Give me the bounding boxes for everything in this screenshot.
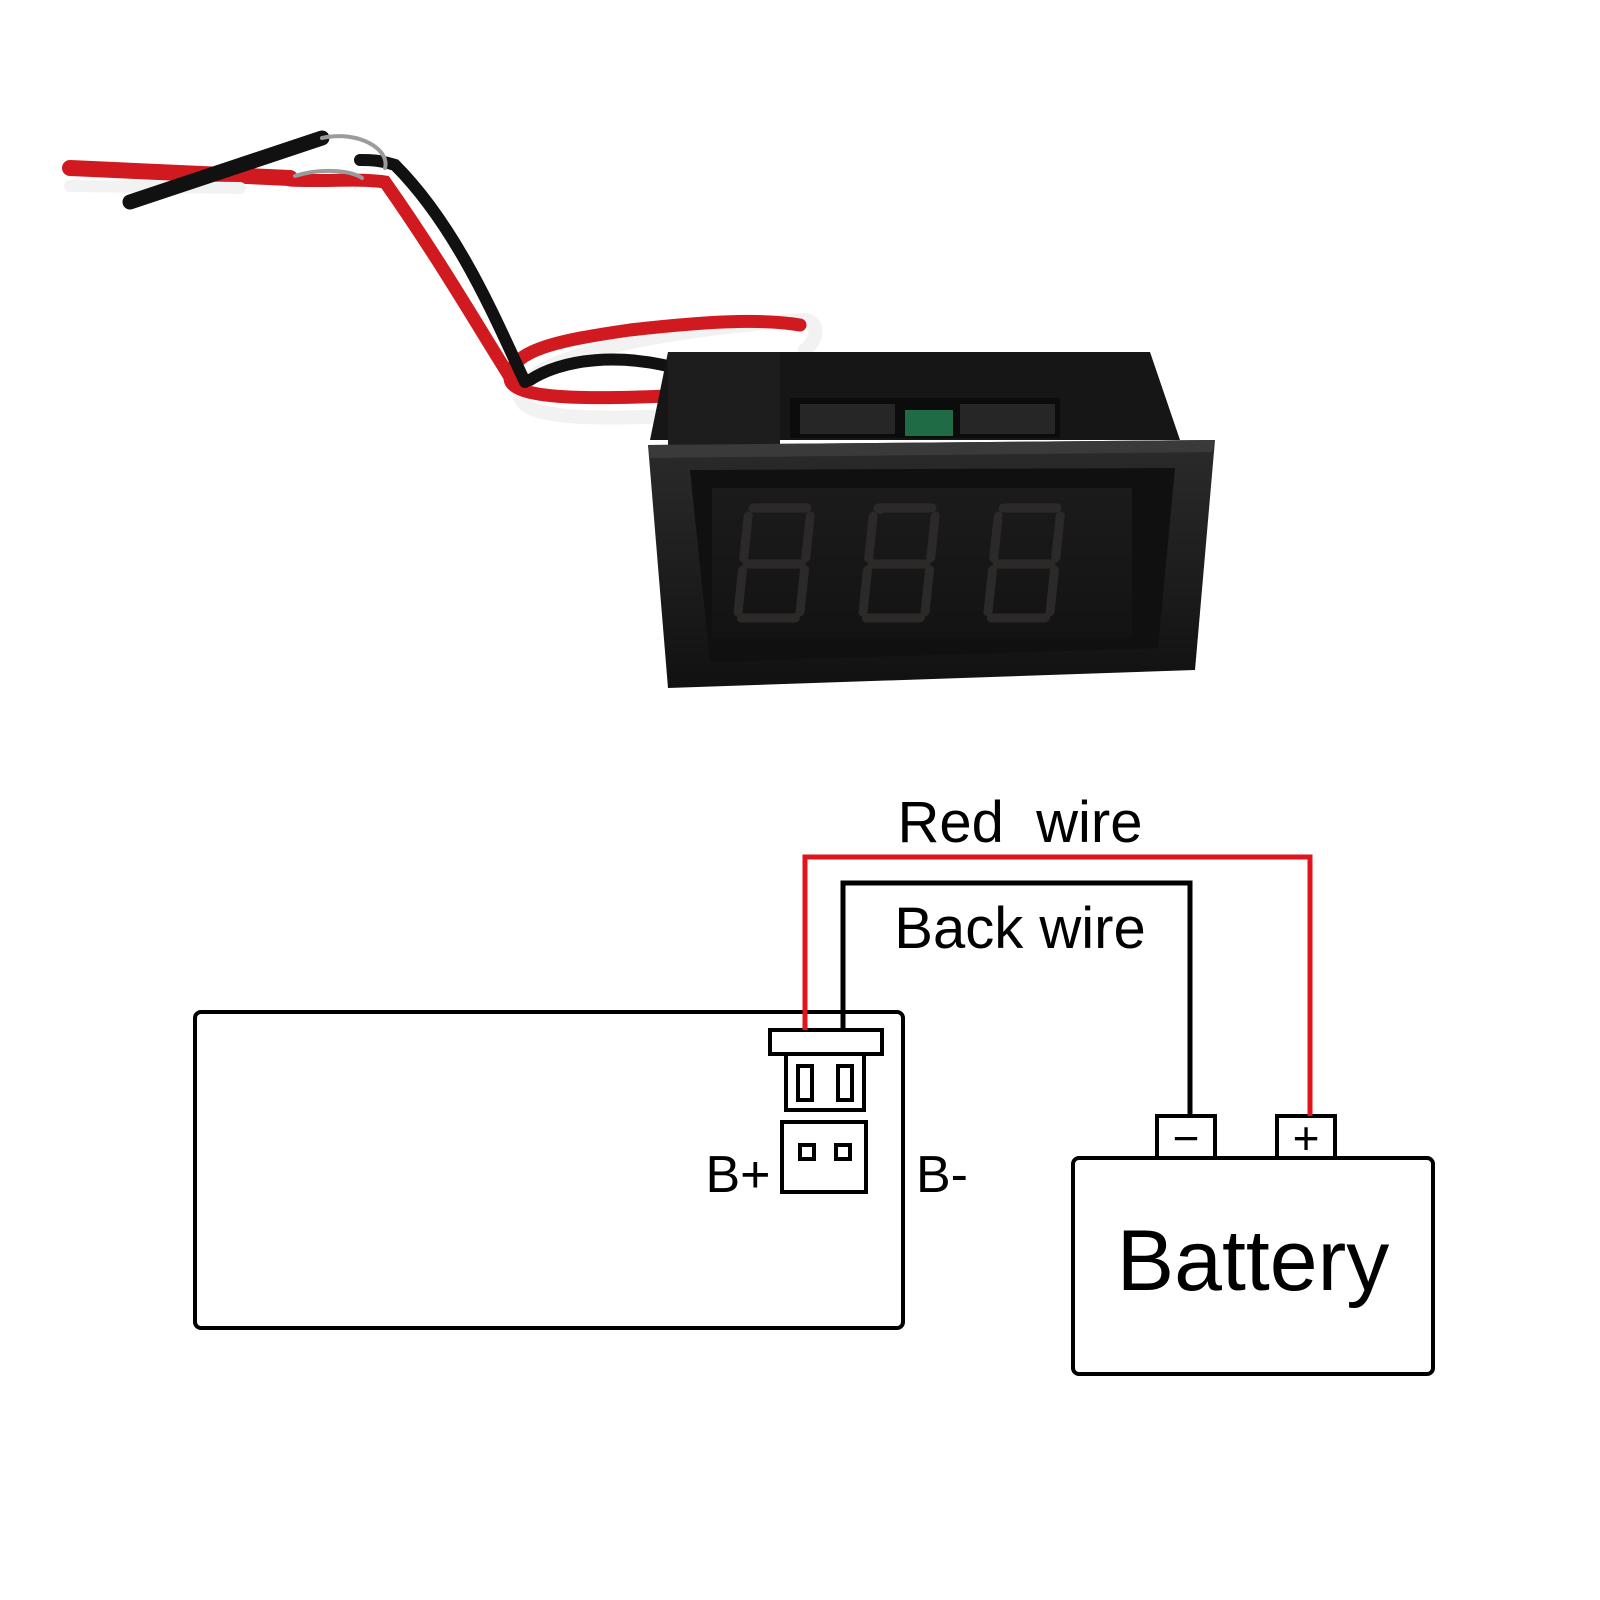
wire-harness [62, 130, 823, 425]
plug-pin-left [796, 1064, 814, 1102]
socket-pin-right [834, 1143, 852, 1161]
battery [1071, 1114, 1435, 1376]
red-wire-label: Red wire [898, 790, 1143, 855]
housing-rear-block [668, 352, 780, 447]
wire-tip-black [122, 130, 330, 210]
socket-pin-left [798, 1143, 816, 1161]
b-minus-label: B- [916, 1146, 968, 1204]
segment-digits [733, 503, 1065, 623]
slot-fin-left [800, 404, 895, 434]
socket-body [780, 1120, 868, 1194]
meter-housing [650, 352, 1180, 447]
meter-outline [193, 1010, 905, 1330]
wire-tip-red [62, 160, 298, 186]
digit-1 [733, 503, 815, 623]
voltmeter-photo [62, 130, 1215, 688]
black-wire-line [840, 880, 1193, 1116]
black-wire-lead [354, 154, 531, 388]
black-wire-label: Back wire [894, 896, 1145, 961]
b-plus-label: B+ [705, 1146, 770, 1204]
plug-pin-right [836, 1064, 854, 1102]
red-wire [503, 314, 807, 405]
digit-2 [858, 503, 940, 623]
bare-strands [293, 134, 388, 180]
bezel-highlight [648, 440, 1215, 458]
wiring-diagram: Red wire Back wire B+ B- Battery − + [193, 790, 1435, 1376]
digit-3 [983, 503, 1065, 623]
red-wire-lead [283, 173, 522, 392]
plug-cap [768, 1028, 884, 1056]
battery-negative-sign: − [1173, 1112, 1200, 1164]
connector-plug [768, 1028, 884, 1194]
battery-positive-sign: + [1293, 1112, 1320, 1164]
slot-fin-right [960, 404, 1055, 434]
red-wire-line [802, 854, 1313, 1116]
battery-body [1071, 1156, 1435, 1376]
decimal-point [876, 506, 884, 514]
battery-label: Battery [1117, 1213, 1389, 1309]
led-display [712, 488, 1132, 638]
pcb-edge [905, 410, 953, 436]
